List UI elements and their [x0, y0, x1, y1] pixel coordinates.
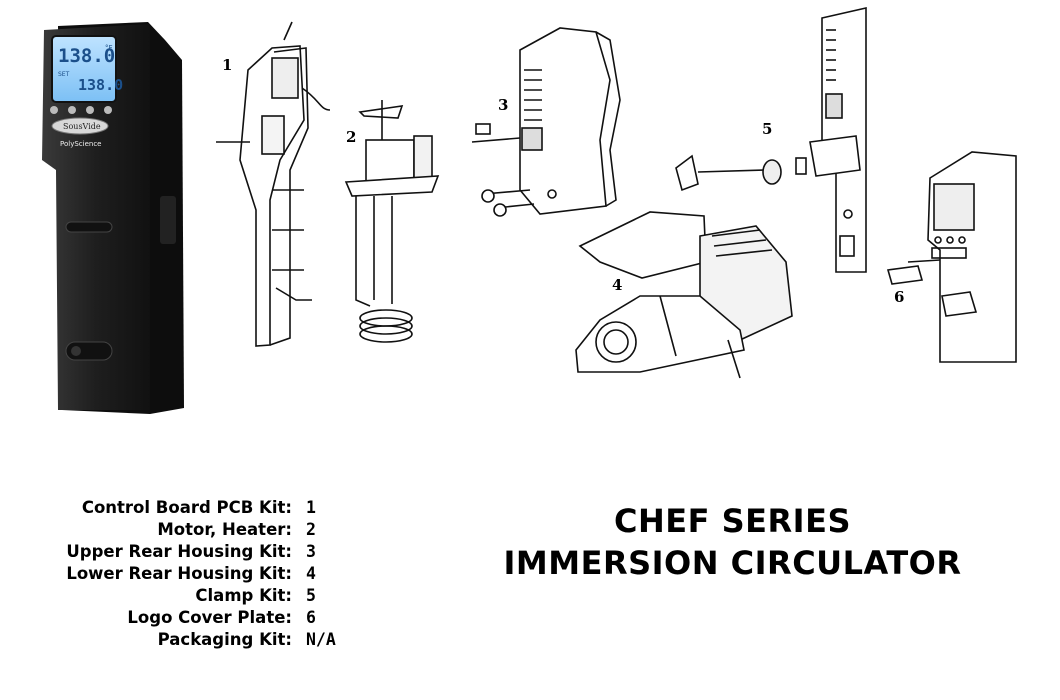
device-button-3 [86, 106, 94, 114]
part-name: Lower Rear Housing Kit: [66, 563, 292, 583]
part-name: Clamp Kit: [195, 585, 292, 605]
display-unit: °F [105, 44, 113, 52]
parts-list: Control Board PCB Kit: 1 Motor, Heater: … [20, 496, 380, 650]
display-actual-temp: 138.0 [78, 76, 123, 94]
part-number: 5 [306, 585, 316, 605]
part-number: 4 [306, 563, 316, 583]
brand-sub-text: PolyScience [60, 140, 101, 148]
part-name: Motor, Heater: [157, 519, 292, 539]
lcd-display [51, 35, 117, 103]
brand-badge-text: SousVide [63, 122, 101, 131]
part-number: N/A [306, 629, 336, 649]
device-button-1 [50, 106, 58, 114]
part-name: Packaging Kit: [157, 629, 292, 649]
display-set-label: SET [58, 71, 70, 78]
parts-list-item: Lower Rear Housing Kit: 4 [20, 562, 380, 584]
part-number: 1 [306, 497, 316, 517]
part-2-motor-heater [344, 100, 440, 343]
circulator-photo: 138.0 °F SET 138.0 SousVide PolyScience [42, 22, 184, 414]
part-name: Control Board PCB Kit: [81, 497, 292, 517]
callout-1: 1 [222, 56, 233, 74]
callout-6: 6 [894, 288, 905, 306]
grip-slot [65, 221, 113, 233]
display-set-temp: 138.0 [58, 45, 115, 67]
title-line-1: CHEF SERIES [614, 502, 851, 540]
callout-3: 3 [498, 96, 509, 114]
part-4-lower-rear-housing [575, 211, 793, 379]
part-name: Logo Cover Plate: [127, 607, 292, 627]
brand-badge [51, 117, 109, 135]
parts-illustration: 138.0 °F SET 138.0 SousVide PolyScience [42, 6, 1017, 414]
device-button-4 [104, 106, 112, 114]
part-3-upper-rear-housing [471, 27, 621, 217]
device-button-2 [68, 106, 76, 114]
part-number: 2 [306, 519, 316, 539]
callout-5: 5 [762, 120, 773, 138]
parts-list-item: Logo Cover Plate: 6 [20, 606, 380, 628]
parts-list-item: Motor, Heater: 2 [20, 518, 380, 540]
parts-list-item: Upper Rear Housing Kit: 3 [20, 540, 380, 562]
parts-list-item: Control Board PCB Kit: 1 [20, 496, 380, 518]
parts-list-item: Clamp Kit: 5 [20, 584, 380, 606]
part-name: Upper Rear Housing Kit: [66, 541, 292, 561]
callout-4: 4 [612, 276, 623, 294]
page-title: CHEF SERIES IMMERSION CIRCULATOR [460, 500, 1005, 584]
parts-list-item: Packaging Kit: N/A [20, 628, 380, 650]
part-5-clamp [675, 6, 867, 273]
title-line-2: IMMERSION CIRCULATOR [503, 544, 962, 582]
part-6-logo-cover-plate [886, 151, 1017, 363]
part-number: 3 [306, 541, 316, 561]
callout-2: 2 [346, 128, 357, 146]
part-number: 6 [306, 607, 316, 627]
part-1-control-board [216, 21, 331, 347]
